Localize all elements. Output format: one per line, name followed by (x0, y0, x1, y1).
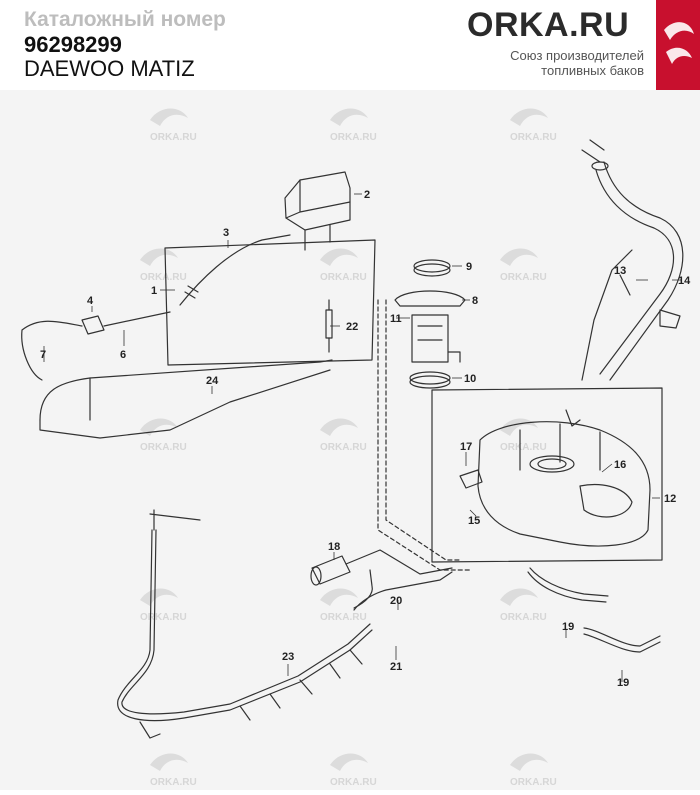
brand-logo-text[interactable]: ORKA.RU (467, 6, 630, 44)
callout-22: 22 (346, 321, 358, 333)
brand-tagline-line1: Союз производителей (510, 48, 644, 63)
bracket-box (164, 239, 376, 366)
fuel-rail-23 (149, 509, 201, 531)
lock-ring-9 (413, 259, 451, 273)
evap-canister (284, 171, 351, 251)
tank-pump-opening (529, 455, 575, 473)
callout-15: 15 (468, 515, 480, 527)
line-24 (39, 359, 333, 421)
callout-16: 16 (614, 459, 626, 471)
callout-20: 20 (390, 595, 402, 607)
catalog-number-label: Каталожный номер (24, 8, 226, 31)
line-6 (103, 311, 171, 327)
callout-8: 8 (472, 295, 478, 307)
brand-tagline-line2: топливных баков (541, 63, 644, 78)
callout-3: 3 (223, 227, 229, 239)
fuel-system-diagram: ORKA.RU ORKA.RU ORKA.RU ORKA.RU ORKA.RU … (0, 90, 700, 790)
part-number: 96298299 (24, 32, 122, 57)
svg-text:ORKA.RU: ORKA.RU (510, 132, 557, 143)
callout-7: 7 (40, 349, 46, 361)
svg-text:ORKA.RU: ORKA.RU (140, 272, 187, 283)
vapor-hose-3 (179, 234, 291, 306)
fuel-filter-18 (311, 555, 351, 585)
callout-1: 1 (151, 285, 157, 297)
header-bar: Каталожный номер 96298299 DAEWOO MATIZ O… (0, 0, 700, 90)
tank-fitting-17 (459, 469, 483, 489)
callout-6: 6 (120, 349, 126, 361)
fitting-22 (325, 309, 333, 339)
svg-text:ORKA.RU: ORKA.RU (140, 442, 187, 453)
callout-24: 24 (206, 375, 219, 387)
tank-bracket-box (431, 387, 663, 563)
callout-4: 4 (87, 295, 94, 307)
hose-7 (21, 320, 83, 381)
callout-21: 21 (390, 661, 402, 673)
callout-23: 23 (282, 651, 294, 663)
svg-text:ORKA.RU: ORKA.RU (320, 442, 367, 453)
callout-14: 14 (678, 275, 691, 287)
diagram-canvas: ORKA.RU ORKA.RU ORKA.RU ORKA.RU ORKA.RU … (21, 108, 691, 788)
seal-ring-10 (409, 371, 451, 385)
callout-19b: 19 (617, 677, 629, 689)
svg-text:ORKA.RU: ORKA.RU (330, 777, 377, 788)
brand-corner-emblem (656, 0, 700, 90)
svg-text:ORKA.RU: ORKA.RU (320, 272, 367, 283)
callout-13: 13 (614, 265, 626, 277)
vehicle-model: DAEWOO MATIZ (24, 56, 195, 81)
callout-18: 18 (328, 541, 340, 553)
callout-2: 2 (364, 189, 370, 201)
fuel-line-21 (353, 571, 453, 611)
callout-19a: 19 (562, 621, 574, 633)
callout-11: 11 (390, 313, 402, 325)
svg-text:ORKA.RU: ORKA.RU (500, 272, 547, 283)
fuel-tank-12 (477, 421, 651, 547)
svg-text:ORKA.RU: ORKA.RU (500, 612, 547, 623)
purge-valve-4 (81, 315, 105, 335)
callout-10: 10 (464, 373, 476, 385)
svg-text:ORKA.RU: ORKA.RU (330, 132, 377, 143)
callout-17: 17 (460, 441, 472, 453)
callout-9: 9 (466, 261, 472, 273)
svg-text:ORKA.RU: ORKA.RU (150, 777, 197, 788)
svg-text:ORKA.RU: ORKA.RU (320, 612, 367, 623)
svg-text:ORKA.RU: ORKA.RU (500, 442, 547, 453)
bracket-14 (659, 309, 681, 329)
callout-12: 12 (664, 493, 676, 505)
callout-labels: 1 2 3 4 6 7 8 9 10 11 12 13 14 15 16 17 … (40, 189, 691, 689)
pump-flange-8 (394, 290, 466, 307)
fuel-line-20 (345, 549, 453, 575)
svg-text:ORKA.RU: ORKA.RU (140, 612, 187, 623)
svg-text:ORKA.RU: ORKA.RU (510, 777, 557, 788)
tank-strap-19b (583, 627, 661, 647)
watermark-layer: ORKA.RU ORKA.RU ORKA.RU ORKA.RU ORKA.RU … (140, 108, 557, 788)
fuel-pump-11 (411, 314, 449, 363)
svg-text:ORKA.RU: ORKA.RU (150, 132, 197, 143)
tank-strap-19a (529, 567, 609, 597)
vent-hose-13 (581, 249, 633, 381)
